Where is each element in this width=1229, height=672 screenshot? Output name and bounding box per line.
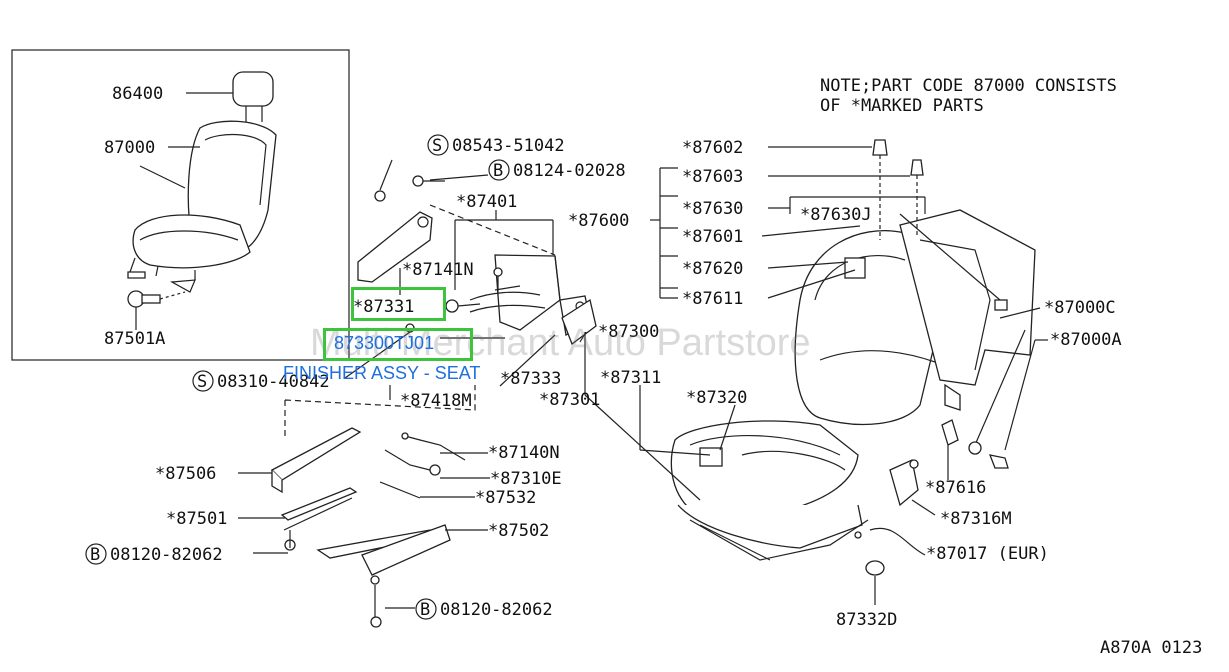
label-87532: *87532	[475, 488, 536, 508]
label-87601: *87601	[682, 227, 743, 247]
label-08120-82062-bottom: 08120-82062	[440, 600, 553, 620]
label-87506: *87506	[155, 464, 216, 484]
label-87501a: 87501A	[104, 329, 165, 349]
highlight-part-number[interactable]: 873300TJ01	[334, 333, 435, 353]
svg-text:S: S	[432, 136, 442, 156]
label-87630: *87630	[682, 199, 743, 219]
part-labels: 08543-51042 08124-02028 *87401 *87141N *…	[110, 136, 1202, 658]
label-87603: *87603	[682, 167, 743, 187]
label-87611: *87611	[682, 289, 743, 309]
clip-87602	[872, 139, 888, 156]
clip-87603	[910, 159, 924, 176]
note-line-1: NOTE;PART CODE 87000 CONSISTS	[820, 76, 1117, 96]
label-87300: *87300	[598, 322, 659, 342]
diagram-code: A870A 0123	[1100, 638, 1202, 658]
label-87310e: *87310E	[490, 469, 562, 489]
inset-labels: 86400 87000 87501A	[104, 84, 165, 349]
label-08310-40842: 08310-40842	[217, 372, 330, 392]
label-87630j: *87630J	[800, 205, 872, 225]
circle-marks: S B S B B	[85, 134, 510, 620]
label-87320: *87320	[686, 388, 747, 408]
recliner-parts	[344, 175, 597, 379]
label-87418m: *87418M	[400, 391, 472, 411]
label-87502: *87502	[488, 521, 549, 541]
label-87316m: *87316M	[940, 509, 1012, 529]
inset-frame	[11, 49, 350, 361]
label-87333: *87333	[500, 369, 561, 389]
seat-cushion	[670, 420, 869, 561]
label-87017-eur: *87017 (EUR)	[926, 544, 1049, 564]
label-87332d: 87332D	[836, 610, 897, 630]
note-line-2: OF *MARKED PARTS	[820, 96, 984, 116]
svg-text:B: B	[90, 545, 100, 565]
label-87602: *87602	[682, 138, 743, 158]
label-86400: 86400	[112, 84, 163, 104]
label-87140n: *87140N	[488, 443, 560, 463]
label-87141n: *87141N	[402, 260, 474, 280]
label-87616: *87616	[925, 478, 986, 498]
highlight-box-87331[interactable]	[351, 287, 446, 321]
label-87301: *87301	[539, 390, 600, 410]
highlight-description: FINISHER ASSY - SEAT	[283, 363, 481, 383]
label-87620: *87620	[682, 259, 743, 279]
label-87000: 87000	[104, 138, 155, 158]
label-87311: *87311	[600, 368, 661, 388]
seat-back	[794, 209, 1036, 426]
label-87000a: *87000A	[1050, 330, 1122, 350]
svg-text:B: B	[493, 161, 503, 181]
inset-seat-drawing	[127, 71, 277, 330]
svg-text:S: S	[197, 372, 207, 392]
label-08120-82062-left: 08120-82062	[110, 545, 223, 565]
label-87501: *87501	[166, 509, 227, 529]
label-87600: *87600	[568, 211, 629, 231]
seat-rails	[270, 427, 466, 628]
label-87331: *87331	[353, 297, 414, 317]
svg-text:B: B	[420, 600, 430, 620]
label-08543-51042: 08543-51042	[452, 136, 565, 156]
label-08124-02028: 08124-02028	[513, 161, 626, 181]
label-87000c: *87000C	[1044, 298, 1116, 318]
label-87401: *87401	[456, 192, 517, 212]
highlight-box-part-number[interactable]	[323, 328, 473, 361]
